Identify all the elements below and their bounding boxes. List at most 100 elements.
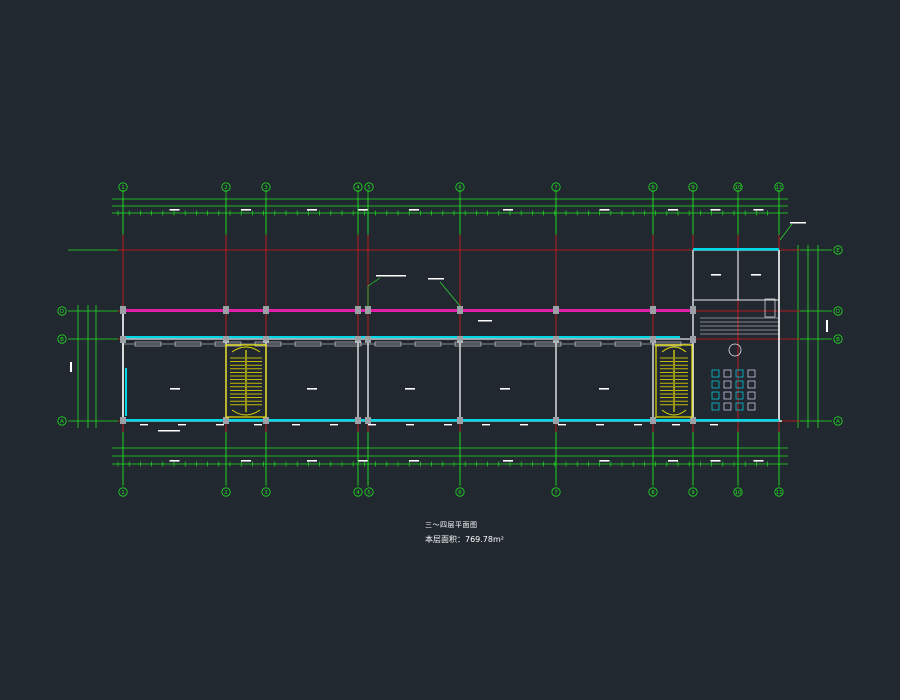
dimension-text: [70, 362, 72, 372]
column: [690, 417, 696, 424]
axis-bubble-label: 1: [121, 185, 125, 191]
window-label: [292, 424, 300, 426]
room-details: [140, 222, 806, 432]
axis-bubble: [221, 487, 231, 497]
axis-bubble-label: 1: [121, 490, 125, 496]
axis-bubble-label: 6: [458, 185, 462, 191]
toilet-stall: [711, 369, 720, 378]
toilet-stall: [723, 380, 732, 389]
column: [650, 306, 656, 314]
axis-bubble-label: 9: [691, 185, 695, 191]
axis-bubble-label: D: [836, 309, 840, 315]
dimension-text: [599, 209, 610, 211]
column: [553, 306, 559, 314]
north-windows: [693, 248, 779, 251]
axis-bubble: [688, 487, 698, 497]
toilet-stall: [735, 380, 744, 389]
axis-bubble: [733, 487, 743, 497]
stair-landing: [661, 409, 687, 416]
axis-bubble: [648, 487, 658, 497]
axis-bubble: [261, 182, 271, 192]
column: [263, 336, 269, 343]
toilet-stall: [747, 391, 756, 400]
axis-bubble: [261, 487, 271, 497]
axis-bubble-label: 8: [651, 490, 655, 496]
dimension-text: [599, 460, 610, 462]
dimension-text: [307, 460, 317, 462]
room-label: [599, 388, 609, 390]
column: [223, 417, 229, 424]
wall-panel: [134, 341, 162, 347]
axis-bubble-label: 5: [367, 185, 371, 191]
room-label: [751, 274, 761, 276]
axis-bubble: [455, 182, 465, 192]
dimension-text: [753, 460, 764, 462]
axis-bubble: [551, 182, 561, 192]
toilet-stall: [723, 369, 732, 378]
axis-bubble: [648, 182, 658, 192]
dimension-text: [668, 460, 678, 462]
window-label: [444, 424, 452, 426]
wall-panel: [414, 341, 442, 347]
axis-bubble-label: 7: [554, 185, 558, 191]
column: [223, 306, 229, 314]
axis-bubble: [833, 245, 843, 255]
dimension-text: [307, 209, 317, 211]
window-label: [520, 424, 528, 426]
axis-bubble: [455, 487, 465, 497]
wall-panel: [574, 341, 602, 347]
window-label: [216, 424, 224, 426]
axis-bubble-label: 10: [735, 185, 742, 191]
column: [120, 336, 126, 343]
room-label: [170, 388, 180, 390]
axis-bubble-label: 3: [264, 490, 268, 496]
leader-line: [367, 277, 381, 287]
toilet-stall: [747, 380, 756, 389]
column: [553, 336, 559, 343]
wall-panel: [254, 341, 282, 347]
toilet-stall: [735, 369, 744, 378]
column: [365, 306, 371, 314]
column: [223, 336, 229, 343]
axis-bubble: [733, 182, 743, 192]
stair-landing: [231, 346, 261, 353]
axis-bubble-label: 11: [776, 490, 783, 496]
column: [457, 336, 463, 343]
dimension-text: [241, 460, 251, 462]
axis-bubble: [118, 182, 128, 192]
window-label: [634, 424, 642, 426]
room-label: [405, 388, 415, 390]
axis-bubble: [353, 487, 363, 497]
dimension-text: [826, 320, 828, 332]
wall-panel: [654, 341, 682, 347]
annotation-text: [376, 275, 406, 277]
stairs: [225, 344, 693, 418]
axis-bubble: [551, 487, 561, 497]
toilet-stall: [735, 391, 744, 400]
column: [355, 417, 361, 424]
axis-bubble-label: 4: [356, 490, 360, 496]
axis-bubble-label: 11: [776, 185, 783, 191]
window-label: [558, 424, 566, 426]
column: [457, 417, 463, 424]
toilet-stall: [723, 391, 732, 400]
axis-bubble-label: B: [60, 337, 64, 343]
plan-caption: 三～四层平面图 本层面积：769.78m²: [425, 520, 504, 547]
dimension-text: [503, 209, 513, 211]
window-label: [710, 424, 718, 426]
axis-bubble-label: D: [60, 309, 64, 315]
axis-bubble: [833, 416, 843, 426]
axis-bubble-label: 2: [224, 490, 228, 496]
column: [457, 306, 463, 314]
dimension-text: [503, 460, 513, 462]
fixture: [728, 343, 742, 357]
column: [690, 306, 696, 314]
plan-title: 三～四层平面图: [425, 521, 478, 529]
wall-panel: [174, 341, 202, 347]
wall-panel: [214, 341, 242, 347]
window-label: [596, 424, 604, 426]
column: [355, 336, 361, 343]
wall-panel: [614, 341, 642, 347]
axis-bubble: [57, 334, 67, 344]
